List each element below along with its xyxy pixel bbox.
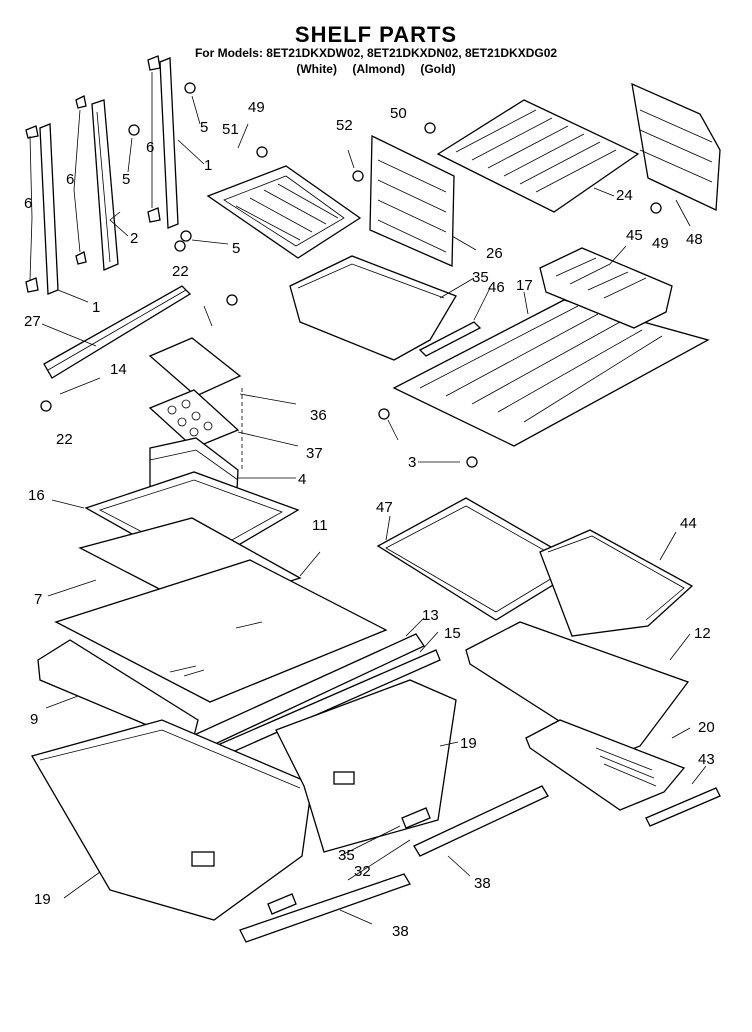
callout-53: 52 bbox=[336, 117, 353, 134]
callout-5a: 5 bbox=[200, 119, 208, 136]
callout-36: 35 bbox=[338, 847, 355, 864]
callout-37: 36 bbox=[310, 407, 327, 424]
right-shelf-assembly bbox=[376, 497, 721, 827]
callout-43b: 38 bbox=[392, 923, 409, 940]
callout-43a: 38 bbox=[474, 875, 491, 892]
callout-35: 35 bbox=[472, 269, 489, 286]
callout-45: 44 bbox=[680, 515, 697, 532]
upper-center-parts bbox=[206, 123, 491, 361]
callout-49: 48 bbox=[686, 231, 703, 248]
callout-22a: 22 bbox=[172, 263, 189, 280]
callout-19b: 19 bbox=[34, 891, 51, 908]
crisper-drawers bbox=[31, 679, 459, 921]
callout-4: 4 bbox=[298, 471, 306, 488]
callout-44: 43 bbox=[698, 751, 715, 768]
callout-47: 46 bbox=[488, 279, 505, 296]
callout-16: 16 bbox=[28, 487, 45, 504]
callout-3: 3 bbox=[408, 454, 416, 471]
callout-15: 15 bbox=[444, 625, 461, 642]
callout-1b: 1 bbox=[92, 299, 100, 316]
callout-24: 24 bbox=[616, 187, 633, 204]
callout-50b: 49 bbox=[652, 235, 669, 252]
callout-48: 47 bbox=[376, 499, 393, 516]
callout-7: 7 bbox=[34, 591, 42, 608]
callout-11: 11 bbox=[312, 517, 328, 534]
callout-32: 32 bbox=[354, 863, 371, 880]
glass-shelf-11 bbox=[54, 551, 388, 703]
color-gold: (Gold) bbox=[420, 62, 456, 76]
callout-9: 9 bbox=[30, 711, 38, 728]
upper-right-parts bbox=[436, 82, 721, 227]
callout-52: 51 bbox=[222, 121, 239, 138]
middle-right-parts bbox=[378, 245, 710, 468]
callout-26: 26 bbox=[486, 245, 503, 262]
color-white: (White) bbox=[296, 62, 337, 76]
callout-20: 20 bbox=[698, 719, 715, 736]
callout-19a: 19 bbox=[460, 735, 477, 752]
callout-46: 45 bbox=[626, 227, 643, 244]
models-line: For Models: 8ET21DKXDW02, 8ET21DKXDN02, … bbox=[194, 46, 558, 60]
callout-50a: 49 bbox=[248, 99, 265, 116]
shelf-rail-parts bbox=[25, 55, 662, 412]
callout-1a: 1 bbox=[204, 157, 212, 174]
callout-5b: 5 bbox=[122, 171, 130, 188]
callout-14: 14 bbox=[110, 361, 127, 378]
callout-27: 27 bbox=[24, 313, 41, 330]
callout-6a: 6 bbox=[146, 139, 154, 156]
diagram-title: SHELF PARTS bbox=[294, 22, 458, 47]
callout-labels: 1 1 2 3 4 5 5 5 6 6 6 7 9 11 12 13 14 15… bbox=[24, 99, 715, 940]
callout-38: 37 bbox=[306, 445, 323, 462]
color-almond: (Almond) bbox=[352, 62, 405, 76]
callout-51: 50 bbox=[390, 105, 407, 122]
callout-6c: 6 bbox=[24, 195, 32, 212]
callout-6b: 6 bbox=[66, 171, 74, 188]
callout-13: 13 bbox=[422, 607, 439, 624]
crisper-frame-9 bbox=[37, 617, 441, 771]
callout-5c: 5 bbox=[232, 240, 240, 257]
callout-12: 12 bbox=[694, 625, 711, 642]
drawer-hardware bbox=[239, 785, 549, 943]
callout-22b: 22 bbox=[56, 431, 73, 448]
callout-17: 17 bbox=[516, 277, 533, 294]
door-rail-27 bbox=[41, 285, 213, 395]
callout-2: 2 bbox=[130, 230, 138, 247]
color-variants: (White) (Almond) (Gold) bbox=[0, 62, 752, 76]
